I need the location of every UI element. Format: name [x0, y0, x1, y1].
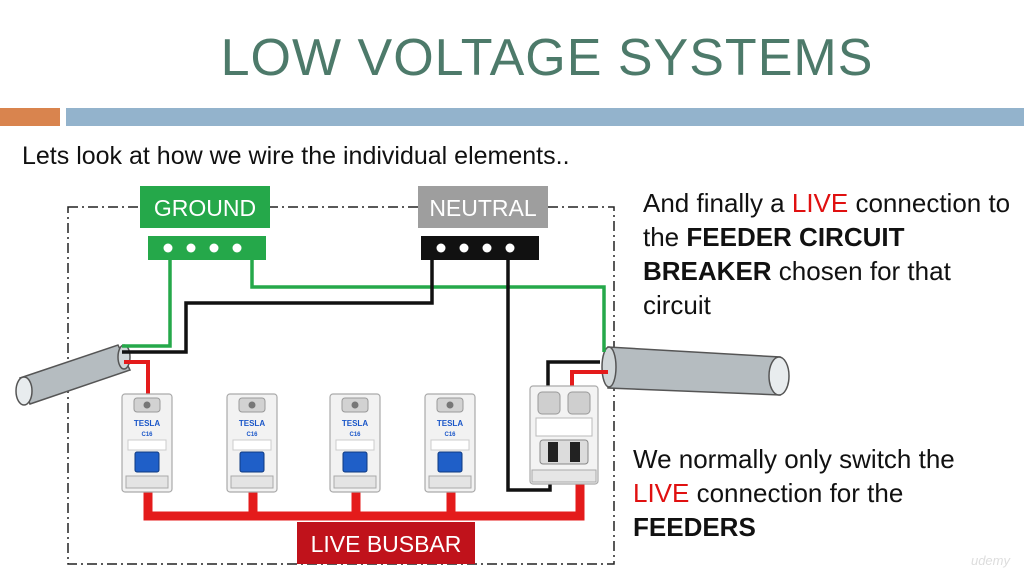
- live-supply-wires: [124, 360, 608, 398]
- feeder-cable: [601, 346, 790, 396]
- breaker-brand: TESLA: [239, 419, 265, 428]
- breaker-brand: TESLA: [342, 419, 368, 428]
- feeder-neutral-wire: [546, 360, 600, 386]
- neutral-label-box: [418, 186, 548, 228]
- p1-live: LIVE: [791, 188, 849, 218]
- feeder-live-description: And finally a LIVE connection to the FEE…: [643, 186, 1023, 322]
- p1-text-2: connection to the: [643, 188, 1011, 252]
- intro-text: Lets look at how we wire the individual …: [22, 142, 570, 170]
- switching-description: We normally only switch the LIVE connect…: [633, 442, 1013, 544]
- p1-text-3: chosen for that circuit: [643, 256, 951, 320]
- p2-text-2: connection for the: [689, 478, 904, 508]
- breaker-rating: C16: [141, 432, 153, 438]
- p2-text-1: We normally only switch the: [633, 444, 955, 474]
- p1-feeder-circuit-breaker: FEEDER CIRCUIT BREAKER: [643, 222, 905, 286]
- neutral-label: NEUTRAL: [429, 195, 537, 221]
- breaker-rating: C16: [444, 432, 456, 438]
- p1-text-1: And finally a: [643, 188, 792, 218]
- ground-label-box: [140, 186, 270, 228]
- miniature-circuit-breaker: TESLA C16: [121, 393, 173, 493]
- breaker-brand: TESLA: [134, 419, 160, 428]
- p2-feeders: FEEDERS: [633, 512, 756, 542]
- ground-label: GROUND: [154, 195, 256, 221]
- live-busbar: [143, 478, 585, 521]
- breaker-brand: TESLA: [437, 419, 463, 428]
- live-busbar-label: LIVE BUSBAR: [311, 531, 462, 557]
- live-busbar-label-box: [297, 522, 475, 564]
- ground-wires: [122, 260, 606, 352]
- p2-live: LIVE: [633, 478, 690, 508]
- miniature-circuit-breaker: TESLA C16: [329, 393, 381, 493]
- feeder-circuit-breaker: [529, 385, 599, 485]
- miniature-circuit-breaker: TESLA C16: [226, 393, 278, 493]
- watermark: udemy: [970, 553, 1010, 568]
- ground-terminal-screws: [163, 243, 242, 253]
- incoming-cable: [15, 344, 132, 406]
- accent-bar-blue: [66, 108, 1024, 126]
- breaker-rating: C16: [349, 432, 361, 438]
- breaker-rating: C16: [246, 432, 258, 438]
- neutral-terminal-screws: [436, 243, 515, 253]
- slide-title: LOW VOLTAGE SYSTEMS: [220, 29, 874, 87]
- accent-bar-orange: [0, 108, 60, 126]
- miniature-circuit-breaker: TESLA C16: [424, 393, 476, 493]
